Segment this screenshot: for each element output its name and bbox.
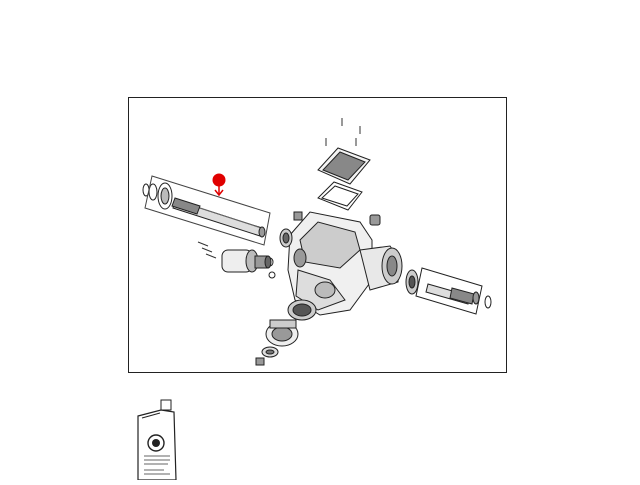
oil-bottle-icon [137,399,177,481]
callout-pointer-icon [212,173,226,197]
companion-flange [265,319,299,347]
shift-actuator [221,249,272,273]
breather-fitting [293,211,381,226]
axle-seal-left [157,182,173,210]
output-housing-extension [359,245,403,291]
pinion-seal [287,299,317,321]
seal-front [279,228,293,248]
cover-gasket [317,181,363,211]
axle-seal-right [405,269,419,295]
transfer-case-housing [287,211,373,316]
bolts-actuator [197,241,217,259]
flange-nut [255,346,279,366]
cover-bolts [325,118,361,146]
thumbnail-oil-bottle[interactable] [134,398,180,481]
output-shaft [415,267,483,315]
intermediate-shaft [144,175,271,246]
snap-ring-right [484,295,492,309]
top-cover [317,147,371,185]
